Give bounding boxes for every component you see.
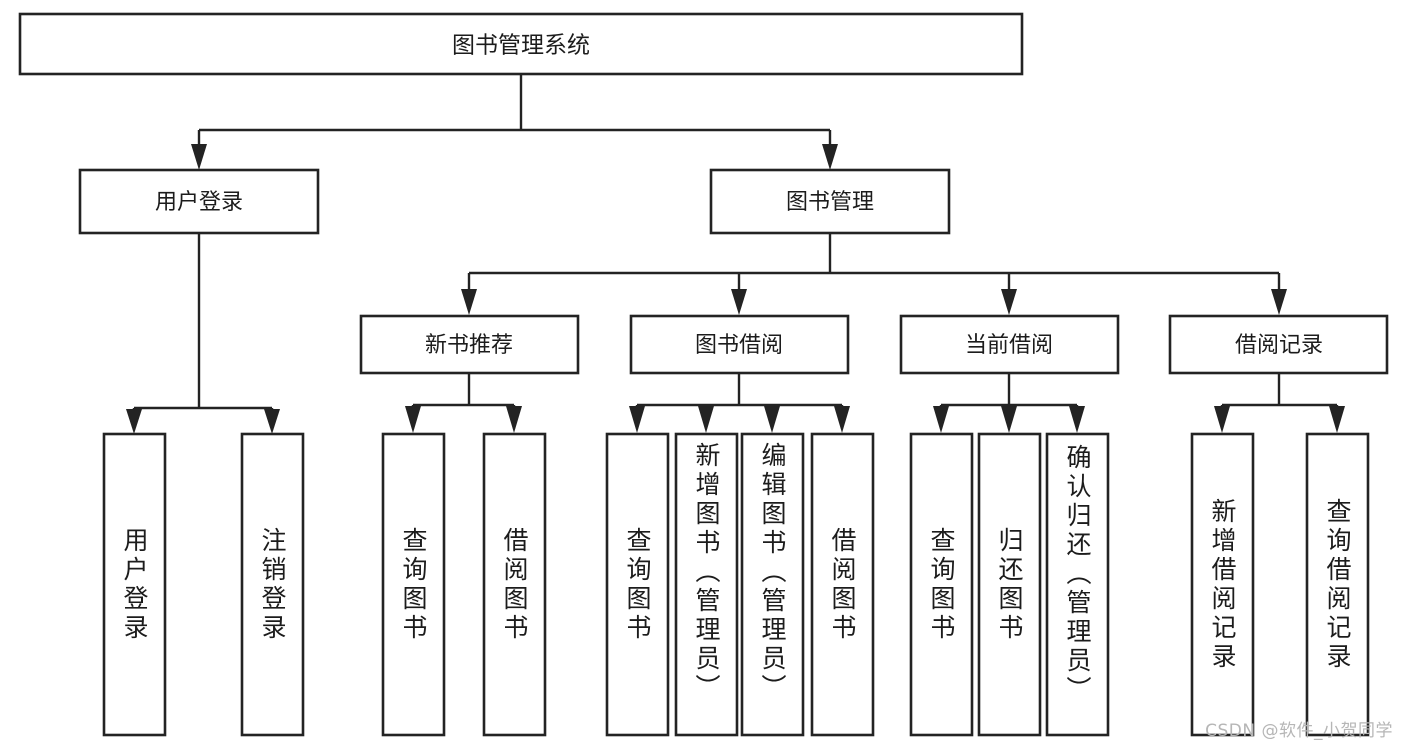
node-book-management[interactable]: 图书管理 <box>709 168 951 235</box>
leaf-add-record-box[interactable] <box>1190 432 1255 737</box>
arrow-to-leaf-logout-login <box>264 409 280 434</box>
node-root-label: 图书管理系统 <box>452 33 590 59</box>
node-book-management-label: 图书管理 <box>786 190 874 215</box>
node-book-borrow-box[interactable] <box>629 314 850 375</box>
arrow-to-leaf-confirm-return <box>1069 406 1085 433</box>
arrow-to-current-borrow <box>1001 289 1017 315</box>
arrow-to-new-book-recommend <box>461 289 477 315</box>
node-user-login-box[interactable] <box>78 168 320 235</box>
arrow-to-borrow-record <box>1271 289 1287 315</box>
leaf-query-book-3-box[interactable] <box>909 432 974 737</box>
arrow-to-book-borrow <box>731 289 747 315</box>
node-root[interactable]: 图书管理系统 <box>18 12 1024 76</box>
node-new-book-recommend[interactable]: 新书推荐 <box>359 314 580 375</box>
node-borrow-record-box[interactable] <box>1168 314 1389 375</box>
arrow-to-leaf-query-book-2 <box>629 406 645 433</box>
node-book-borrow[interactable]: 图书借阅 <box>629 314 850 375</box>
node-user-login[interactable]: 用户登录 <box>78 168 320 235</box>
arrow-to-leaf-return-book <box>1001 406 1017 433</box>
node-user-login-label: 用户登录 <box>155 190 243 215</box>
arrow-to-leaf-add-book <box>698 406 714 433</box>
leaf-logout-login-box[interactable] <box>240 432 305 737</box>
node-borrow-record[interactable]: 借阅记录 <box>1168 314 1389 375</box>
leaf-confirm-return-box[interactable] <box>1045 432 1110 737</box>
node-current-borrow[interactable]: 当前借阅 <box>899 314 1120 375</box>
leaf-return-book-box[interactable] <box>977 432 1042 737</box>
leaf-query-book-1-box[interactable] <box>381 432 446 737</box>
arrow-to-leaf-query-book-1 <box>405 406 421 433</box>
arrow-to-leaf-edit-book <box>764 406 780 433</box>
leaf-add-book-box[interactable] <box>674 432 739 737</box>
arrow-to-leaf-borrow-book-1 <box>506 406 522 433</box>
node-book-management-box[interactable] <box>709 168 951 235</box>
arrow-to-leaf-add-record <box>1214 406 1230 433</box>
node-new-book-recommend-box[interactable] <box>359 314 580 375</box>
node-root-box[interactable] <box>18 12 1024 76</box>
node-new-book-recommend-label: 新书推荐 <box>425 333 513 358</box>
node-current-borrow-box[interactable] <box>899 314 1120 375</box>
leaf-borrow-book-2-box[interactable] <box>810 432 875 737</box>
leaf-box-group <box>102 432 1370 737</box>
leaf-borrow-book-1-box[interactable] <box>482 432 547 737</box>
leaf-query-record-box[interactable] <box>1305 432 1370 737</box>
arrow-to-leaf-query-book-3 <box>933 406 949 433</box>
arrow-to-leaf-user-login <box>126 409 142 434</box>
arrow-to-book-management <box>822 144 838 170</box>
node-book-borrow-label: 图书借阅 <box>695 333 783 358</box>
arrow-to-leaf-query-record <box>1329 406 1345 433</box>
node-borrow-record-label: 借阅记录 <box>1235 333 1323 358</box>
node-current-borrow-label: 当前借阅 <box>965 333 1053 358</box>
leaf-edit-book-box[interactable] <box>740 432 805 737</box>
arrowhead-group <box>126 144 1345 434</box>
arrow-to-user-login <box>191 144 207 170</box>
arrow-to-leaf-borrow-book-2 <box>834 406 850 433</box>
leaf-query-book-2-box[interactable] <box>605 432 670 737</box>
csdn-watermark: CSDN @软件_小贺同学 <box>1205 721 1393 741</box>
leaf-user-login-box[interactable] <box>102 432 167 737</box>
